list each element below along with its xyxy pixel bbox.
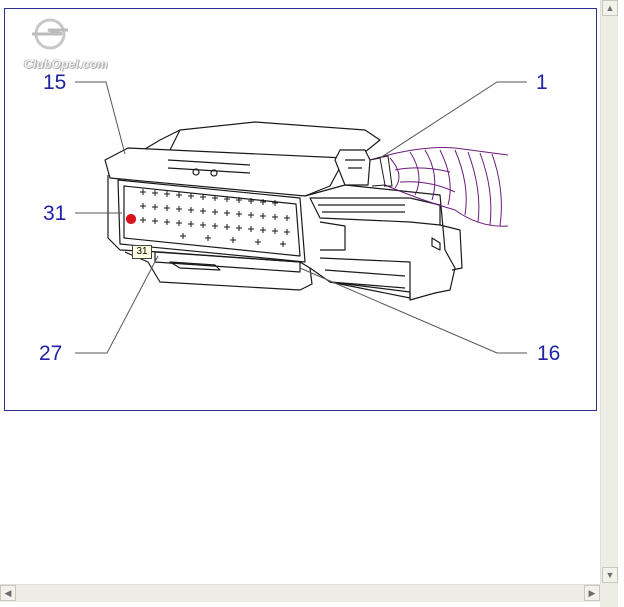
callout-31: 31 — [43, 202, 67, 225]
pin-tooltip: 31 — [132, 245, 152, 259]
window-edge — [618, 0, 624, 607]
vertical-scrollbar[interactable]: ▲ ▼ — [600, 0, 619, 584]
leader-27 — [75, 255, 159, 354]
connector-drawing — [75, 81, 527, 354]
leader-1 — [379, 81, 527, 159]
pin-31-highlight — [125, 213, 137, 225]
scroll-left-button[interactable]: ◀ — [0, 585, 16, 601]
scroll-right-button[interactable]: ▶ — [584, 585, 600, 601]
callout-1: 1 — [536, 71, 548, 94]
watermark-text: ClubOpel.com — [24, 57, 108, 71]
scroll-up-button[interactable]: ▲ — [602, 0, 618, 16]
leader-15 — [75, 81, 126, 155]
opel-logo-icon — [32, 18, 68, 50]
callout-16: 16 — [537, 342, 561, 365]
leader-16 — [299, 267, 527, 354]
callout-15: 15 — [43, 71, 67, 94]
horizontal-scrollbar[interactable]: ◀ ▶ — [0, 584, 600, 602]
watermark: ClubOpel.com — [10, 10, 120, 71]
callout-27: 27 — [39, 342, 63, 365]
scroll-down-button[interactable]: ▼ — [602, 567, 618, 583]
